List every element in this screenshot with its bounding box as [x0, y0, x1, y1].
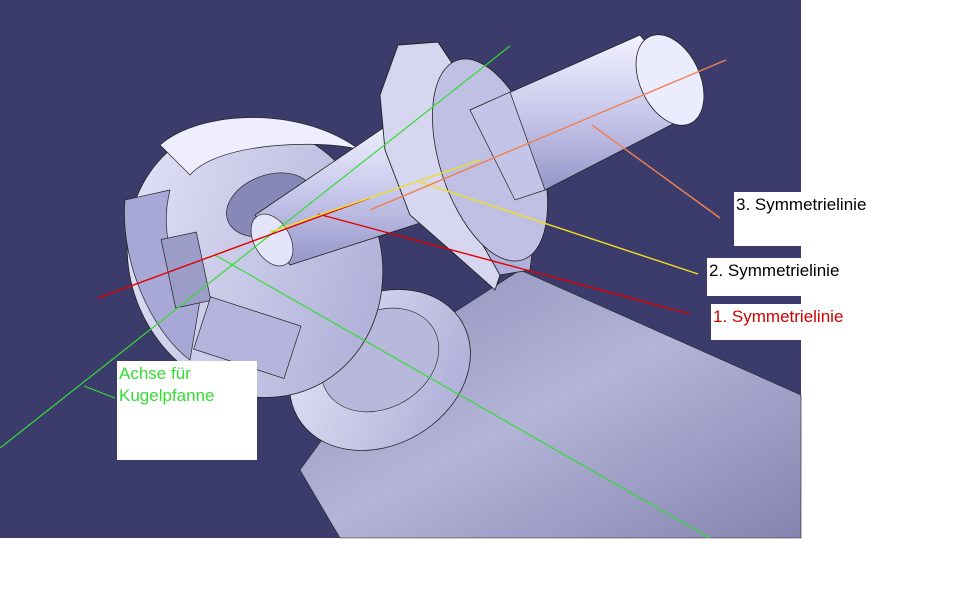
label-sym3-number: 3. [736, 195, 751, 214]
label-sym1-number: 1. [713, 307, 728, 326]
axis-leader-line [83, 385, 116, 399]
label-ball-socket-axis: Achse für Kugelpfanne [117, 361, 257, 460]
label-sym3-text: Symmetrielinie [754, 195, 867, 214]
label-sym2-text: Symmetrielinie [727, 261, 840, 280]
label-axis-line1: Achse für [119, 364, 191, 383]
symmetry-line-3-leader [591, 124, 721, 219]
symmetry-line-2 [269, 159, 481, 233]
axis-line-ball-socket [0, 45, 511, 449]
label-symmetry-line-3: 3. Symmetrielinie [734, 192, 866, 246]
label-axis-line2: Kugelpfanne [119, 386, 215, 405]
symmetry-line-1 [97, 197, 371, 299]
shaft-step [469, 91, 546, 201]
symmetry-line-2-leader [419, 181, 699, 275]
symmetry-line-1-leader [317, 213, 691, 315]
label-symmetry-line-1: 1. Symmetrielinie [711, 304, 843, 340]
shaft-end [635, 34, 705, 126]
label-sym2-number: 2. [709, 261, 724, 280]
axis-line-lower [214, 254, 711, 539]
label-sym1-text: Symmetrielinie [731, 307, 844, 326]
label-symmetry-line-2: 2. Symmetrielinie [707, 258, 839, 296]
symmetry-line-3 [369, 59, 727, 211]
socket-slot-left [160, 231, 212, 309]
